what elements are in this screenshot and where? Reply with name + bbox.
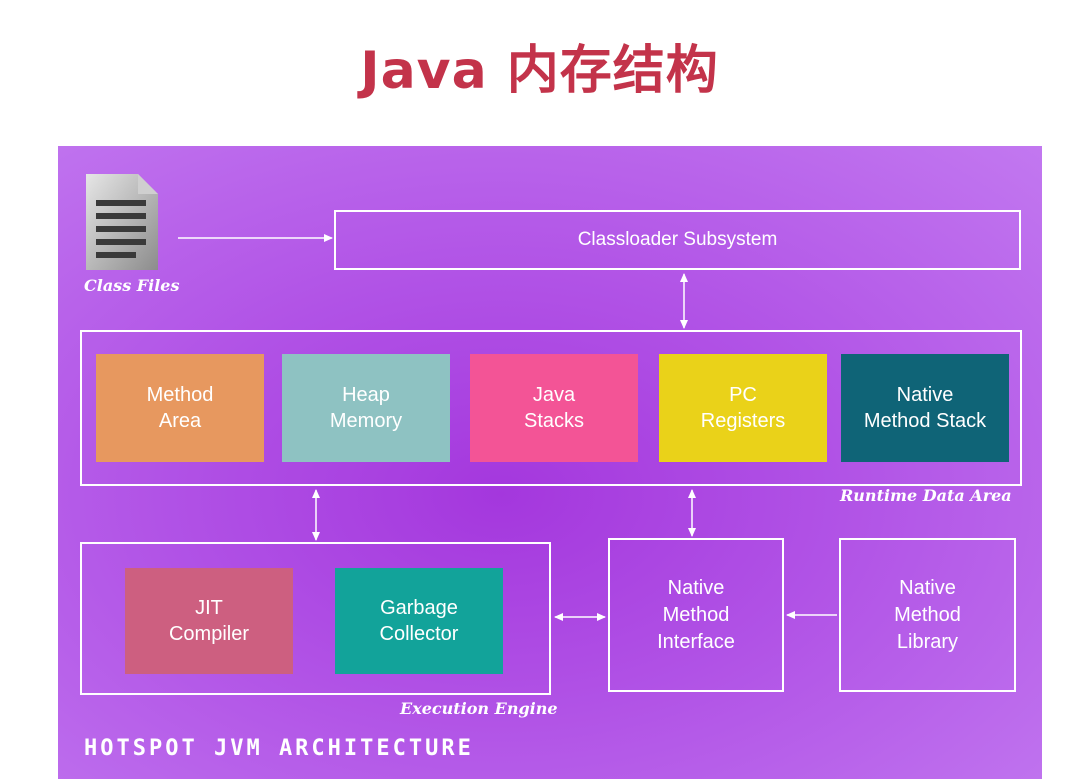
class-file-icon <box>86 174 158 270</box>
execution-engine-label: Execution Engine <box>400 699 558 718</box>
jit-compiler-tile: JIT Compiler <box>125 568 293 674</box>
native-method-library-box: Native Method Library <box>839 538 1016 692</box>
heap-memory-tile: Heap Memory <box>282 354 450 462</box>
execution-engine-box <box>80 542 551 695</box>
pc-registers-tile: PC Registers <box>659 354 827 462</box>
classloader-subsystem-box: Classloader Subsystem <box>334 210 1021 270</box>
jvm-architecture-diagram: Class Files Classloader Subsystem Method… <box>58 146 1042 779</box>
runtime-data-area-label: Runtime Data Area <box>840 486 1012 505</box>
class-files-label: Class Files <box>84 276 180 295</box>
runtime-data-area-box <box>80 330 1022 486</box>
connector-arrows <box>178 234 837 621</box>
garbage-collector-tile: Garbage Collector <box>335 568 503 674</box>
method-area-tile: Method Area <box>96 354 264 462</box>
native-method-interface-label: Native Method Interface <box>657 576 735 653</box>
native-method-interface-box: Native Method Interface <box>608 538 784 692</box>
footer-caption: HOTSPOT JVM ARCHITECTURE <box>84 736 474 761</box>
native-method-library-label: Native Method Library <box>894 576 961 653</box>
native-method-stack-tile: Native Method Stack <box>841 354 1009 462</box>
page-title: Java 内存结构 <box>360 41 719 101</box>
java-stacks-tile: Java Stacks <box>470 354 638 462</box>
